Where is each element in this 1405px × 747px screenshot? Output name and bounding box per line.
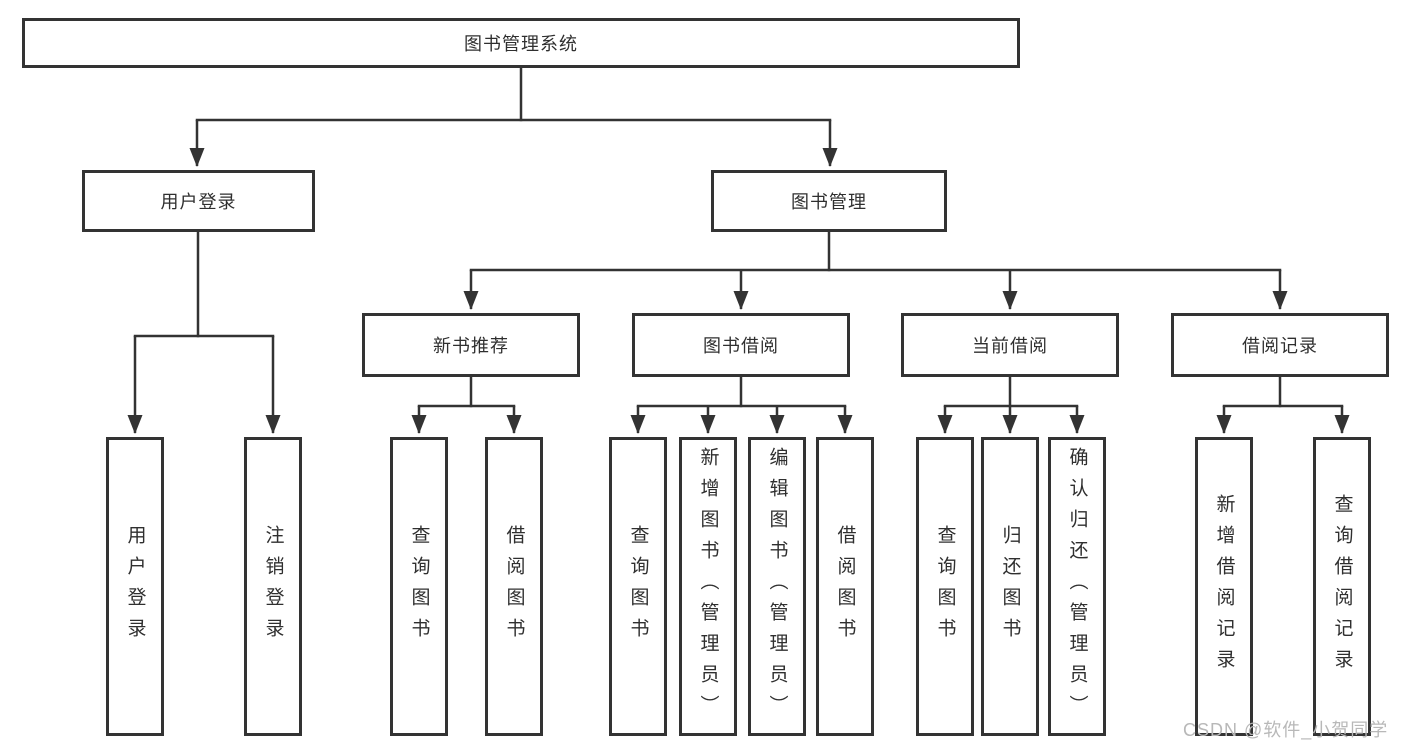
leaf-bb-edit-books-admin: 编辑图书（管理员） (748, 437, 806, 736)
leaf-bb-query-books: 查询图书 (609, 437, 667, 736)
leaf-br-query-borrow-record-label: 查询借阅记录 (1331, 493, 1353, 680)
leaf-bb-edit-books-admin-label: 编辑图书（管理员） (766, 447, 788, 726)
leaf-user-login: 用户登录 (106, 437, 164, 736)
leaf-logout-label: 注销登录 (262, 524, 284, 649)
watermark: CSDN @软件_小贺同学 (1183, 720, 1389, 740)
leaf-bb-borrow-books: 借阅图书 (816, 437, 874, 736)
leaf-bb-borrow-books-label: 借阅图书 (834, 524, 856, 649)
node-borrow-records: 借阅记录 (1171, 313, 1389, 377)
node-new-book-recommend: 新书推荐 (362, 313, 580, 377)
leaf-bb-add-books-admin: 新增图书（管理员） (679, 437, 737, 736)
leaf-bb-add-books-admin-label: 新增图书（管理员） (697, 447, 719, 726)
leaf-logout: 注销登录 (244, 437, 302, 736)
leaf-bb-query-books-label: 查询图书 (627, 524, 649, 649)
leaf-cb-query-books: 查询图书 (916, 437, 974, 736)
leaf-nb-borrow-books-label: 借阅图书 (503, 524, 525, 649)
leaf-nb-borrow-books: 借阅图书 (485, 437, 543, 736)
node-current-borrow: 当前借阅 (901, 313, 1119, 377)
node-user-login: 用户登录 (82, 170, 315, 232)
leaf-br-add-borrow-record-label: 新增借阅记录 (1213, 493, 1235, 680)
leaf-cb-return-books-label: 归还图书 (999, 524, 1021, 649)
node-root: 图书管理系统 (22, 18, 1020, 68)
leaf-cb-return-books: 归还图书 (981, 437, 1039, 736)
node-book-management: 图书管理 (711, 170, 947, 232)
leaf-nb-query-books: 查询图书 (390, 437, 448, 736)
leaf-cb-confirm-return-admin: 确认归还（管理员） (1048, 437, 1106, 736)
leaf-cb-query-books-label: 查询图书 (934, 524, 956, 649)
leaf-user-login-label: 用户登录 (124, 524, 146, 649)
node-book-borrow: 图书借阅 (632, 313, 850, 377)
leaf-nb-query-books-label: 查询图书 (408, 524, 430, 649)
leaf-br-query-borrow-record: 查询借阅记录 (1313, 437, 1371, 736)
leaf-cb-confirm-return-admin-label: 确认归还（管理员） (1066, 447, 1088, 726)
leaf-br-add-borrow-record: 新增借阅记录 (1195, 437, 1253, 736)
